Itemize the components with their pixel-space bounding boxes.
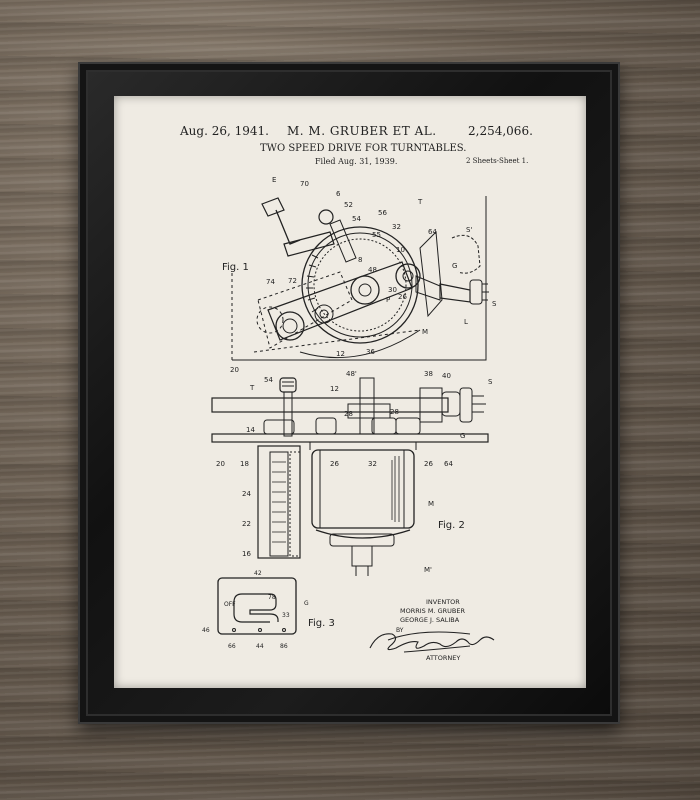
fig3-label-86: 86 bbox=[280, 643, 288, 650]
fig2-label-64: 64 bbox=[444, 460, 453, 468]
fig1-label-8: 8 bbox=[358, 256, 362, 264]
attorney-signature bbox=[369, 631, 495, 653]
fig1-label-s: S bbox=[492, 300, 497, 308]
fig1-label-55: 55 bbox=[372, 231, 381, 239]
fig2-label-m-prime: M' bbox=[424, 566, 432, 574]
fig1-label-74: 74 bbox=[266, 278, 275, 286]
fig1-label-30: 30 bbox=[388, 286, 397, 294]
fig3-labels: OFF 42 78 33 G 46 66 44 86 bbox=[202, 570, 309, 650]
fig2-label-18: 18 bbox=[240, 460, 249, 468]
fig1-label-p: P bbox=[386, 296, 390, 304]
fig1-label-e: E bbox=[272, 176, 276, 184]
fig2-label-s: S bbox=[488, 378, 493, 386]
fig2-label-28a: 28 bbox=[344, 410, 353, 418]
fig1-label-56: 56 bbox=[378, 209, 387, 217]
by-label: BY bbox=[396, 627, 404, 634]
fig2-label-20: 20 bbox=[216, 460, 225, 468]
fig1-label-l: L bbox=[464, 318, 468, 326]
patent-filed: Filed Aug. 31, 1939. bbox=[315, 157, 398, 166]
signature-block: INVENTOR MORRIS M. GRUBER GEORGE J. SALI… bbox=[396, 598, 465, 662]
patent-title: TWO SPEED DRIVE FOR TURNTABLES. bbox=[260, 143, 467, 154]
fig1-labels: E 70 6 52 54 56 32 T 55 64 S' 74 72 8 48… bbox=[230, 176, 497, 374]
fig3-label-33: 33 bbox=[282, 612, 290, 619]
fig1-label-10: 10 bbox=[396, 246, 405, 254]
fig1-label-48: 48 bbox=[368, 266, 377, 274]
fig1-label-52: 52 bbox=[344, 201, 353, 209]
fig1-label-20: 20 bbox=[230, 366, 239, 374]
fig1-label-6: 6 bbox=[336, 190, 341, 198]
fig1-label-70: 70 bbox=[300, 180, 309, 188]
fig3-caption: Fig. 3 bbox=[308, 618, 335, 629]
attorney-label: ATTORNEY bbox=[426, 654, 460, 662]
fig3-label-42: 42 bbox=[254, 570, 262, 577]
fig2-caption: Fig. 2 bbox=[438, 520, 465, 531]
patent-paper bbox=[114, 96, 586, 688]
fig2-label-24: 24 bbox=[242, 490, 251, 498]
fig2-label-16: 16 bbox=[242, 550, 251, 558]
fig1-label-26: 26 bbox=[398, 293, 407, 301]
fig3-label-44: 44 bbox=[256, 643, 264, 650]
inventor-name-1: MORRIS M. GRUBER bbox=[400, 607, 465, 615]
fig1-label-36: 36 bbox=[366, 348, 375, 356]
fig2-label-22: 22 bbox=[242, 520, 251, 528]
fig2-label-m: M bbox=[428, 500, 434, 508]
fig2-labels: T 54 12 48' 40 S 38 28 28 14 20 18 26 32… bbox=[216, 370, 493, 574]
fig2-label-t: T bbox=[249, 384, 255, 392]
patent-inventors: M. M. GRUBER ET AL. bbox=[287, 124, 437, 138]
fig1-label-54: 54 bbox=[352, 215, 361, 223]
fig2-label-32: 32 bbox=[368, 460, 377, 468]
fig1-caption: Fig. 1 bbox=[222, 262, 249, 273]
fig1-label-72: 72 bbox=[288, 277, 297, 285]
fig1-label-g: G bbox=[452, 262, 457, 270]
fig1-label-12: 12 bbox=[336, 350, 345, 358]
fig1-drawing bbox=[231, 196, 489, 361]
fig3-label-78: 78 bbox=[268, 594, 276, 601]
fig3-label-g: G bbox=[304, 600, 309, 607]
fig3-drawing bbox=[217, 577, 297, 635]
patent-date: Aug. 26, 1941. bbox=[180, 124, 269, 138]
fig2-label-26a: 26 bbox=[330, 460, 339, 468]
fig2-label-40: 40 bbox=[442, 372, 451, 380]
fig1-label-64: 64 bbox=[428, 228, 437, 236]
fig3-label-46: 46 bbox=[202, 627, 210, 634]
fig2-label-38: 38 bbox=[424, 370, 433, 378]
patent-number: 2,254,066. bbox=[468, 124, 533, 138]
fig2-label-12: 12 bbox=[330, 385, 339, 393]
fig2-label-14: 14 bbox=[246, 426, 255, 434]
fig2-drawing bbox=[211, 377, 489, 576]
inventor-label: INVENTOR bbox=[426, 598, 460, 606]
fig2-label-28b: 28 bbox=[390, 408, 399, 416]
fig1-label-s-prime: S' bbox=[466, 226, 472, 234]
inventor-name-2: GEORGE J. SALIBA bbox=[400, 616, 460, 624]
fig2-label-26b: 26 bbox=[424, 460, 433, 468]
fig2-label-48: 48' bbox=[346, 370, 357, 378]
fig2-label-54: 54 bbox=[264, 376, 273, 384]
fig1-label-m: M bbox=[422, 328, 428, 336]
fig3-label-66: 66 bbox=[228, 643, 236, 650]
fig1-label-t: T bbox=[417, 198, 423, 206]
fig2-label-g: G bbox=[460, 432, 465, 440]
patent-sheets: 2 Sheets-Sheet 1. bbox=[466, 157, 529, 165]
fig3-label-off: OFF bbox=[224, 601, 236, 608]
fig1-label-32: 32 bbox=[392, 223, 401, 231]
